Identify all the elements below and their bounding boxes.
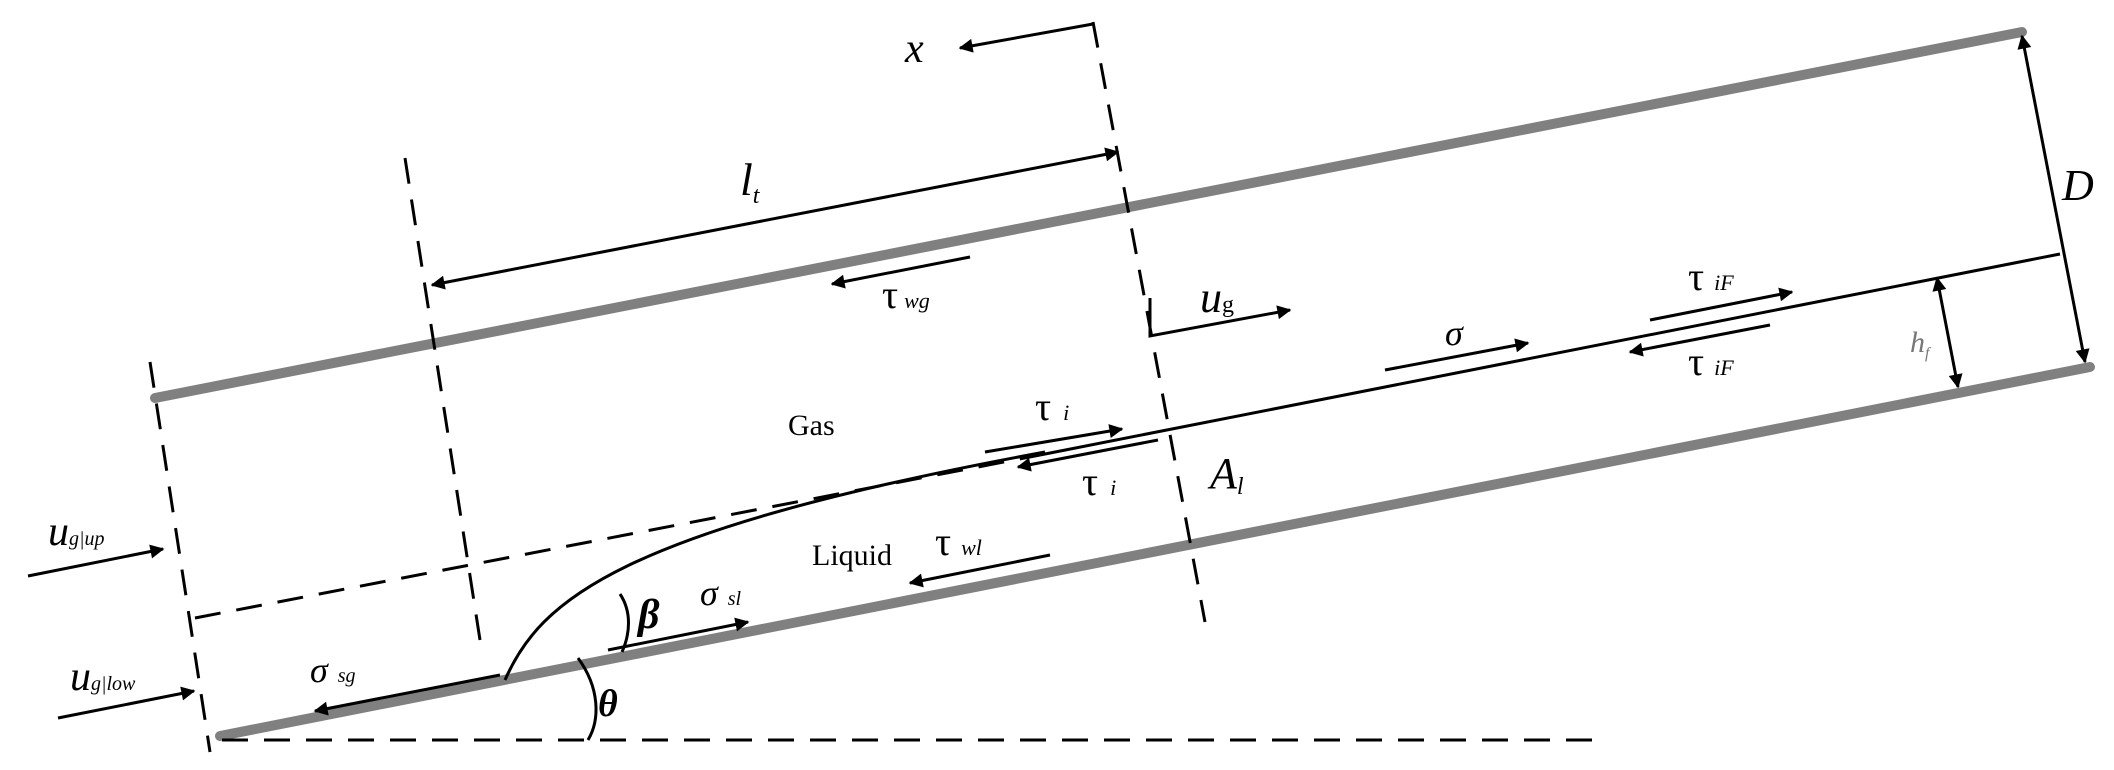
tau-i-bottom-arrow <box>1016 438 1159 472</box>
sigma-film-label: σ <box>1445 313 1464 353</box>
diameter-label: D <box>2061 161 2094 210</box>
beta-label: β <box>636 592 660 638</box>
ug-label: ug <box>1200 273 1234 322</box>
x-label: x <box>904 26 924 72</box>
theta-angle-arc <box>576 657 598 741</box>
gas-label: Gas <box>788 409 835 442</box>
sigma-sg-arrow <box>313 673 501 716</box>
tau-wl-arrow <box>908 553 1051 588</box>
slug-tail-section-line <box>403 157 482 641</box>
film-height-label: hf <box>1910 326 1932 362</box>
slug-length-arrow <box>430 147 1120 290</box>
sigma-film-arrow <box>1384 338 1530 372</box>
ug-low-arrow <box>57 686 196 720</box>
slug-nose-curve <box>503 450 1046 681</box>
tau-iF-top-arrow <box>1649 287 1794 322</box>
ug-up-arrow <box>27 544 165 578</box>
slug-length-label: lt <box>740 154 761 209</box>
tau-i-top-arrow <box>984 424 1124 454</box>
x-axis-arrow <box>958 22 1094 53</box>
ug-arrow <box>1148 298 1292 338</box>
film-interface-line <box>1039 252 2061 457</box>
beta-angle-arc <box>618 593 630 653</box>
liquid-label: Liquid <box>812 539 892 572</box>
ug-low-label: ug|low <box>70 654 136 700</box>
tau-iF-bottom-arrow <box>1628 323 1771 357</box>
pipe-lower-wall <box>215 362 2095 741</box>
theta-label: θ <box>598 683 618 725</box>
inlet-section-line <box>148 361 212 753</box>
diameter-arrow <box>2017 34 2090 364</box>
film-height-arrow <box>1932 276 1963 389</box>
tau-wg-arrow <box>830 255 971 289</box>
sigma-sl-arrow <box>607 617 750 652</box>
liquid-area-label: Al <box>1207 449 1244 500</box>
ug-up-label: ug|up <box>48 509 105 555</box>
